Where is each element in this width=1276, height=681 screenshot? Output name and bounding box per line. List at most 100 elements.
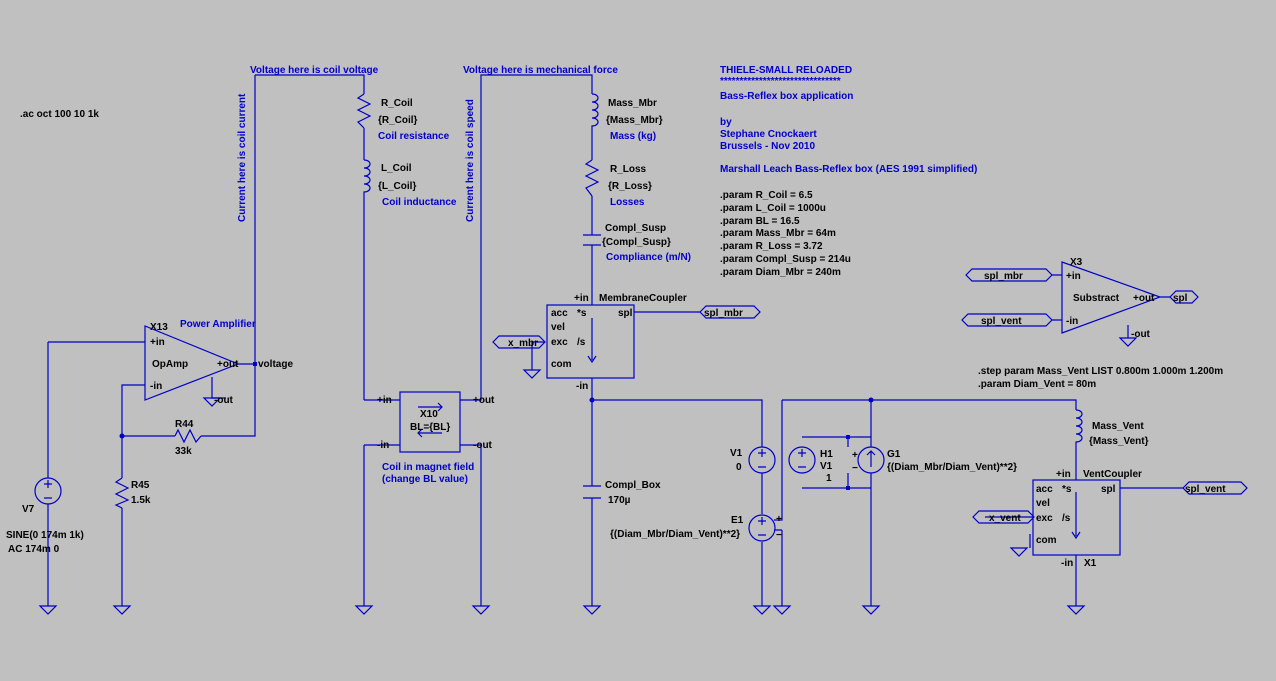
compl-box-name: Compl_Box bbox=[605, 480, 661, 491]
author-comment[interactable]: Stephane Cnockaert bbox=[720, 129, 817, 140]
mass-vent-value: {Mass_Vent} bbox=[1089, 436, 1149, 447]
net-label-x-mbr[interactable]: x_mbr bbox=[492, 335, 546, 349]
net-label-spl-vent[interactable]: spl_vent bbox=[1182, 481, 1248, 495]
ground-icon[interactable] bbox=[1009, 547, 1029, 557]
voltage-source-v1[interactable]: V1 0 bbox=[730, 446, 776, 474]
vc-pin-spl: spl bbox=[1101, 484, 1116, 495]
param-line[interactable]: .param Mass_Mbr = 64m bbox=[720, 228, 836, 239]
net-label-text: spl_vent bbox=[981, 316, 1022, 327]
ground-icon[interactable] bbox=[471, 605, 491, 615]
net-label-spl-vent-x3[interactable]: spl_vent bbox=[961, 313, 1053, 327]
junction bbox=[846, 486, 850, 490]
note-coil-current[interactable]: Current here is coil current bbox=[237, 93, 248, 222]
net-label-x-vent[interactable]: x_vent bbox=[972, 510, 1035, 524]
ground-icon[interactable] bbox=[354, 605, 374, 615]
vc-pin-in-n: -in bbox=[1061, 558, 1073, 569]
diam-vent-directive[interactable]: .param Diam_Vent = 80m bbox=[978, 379, 1096, 390]
vc-op-s: *s bbox=[1062, 484, 1072, 495]
compl-box-value: 170µ bbox=[608, 495, 631, 506]
param-line[interactable]: .param BL = 16.5 bbox=[720, 216, 800, 227]
param-line[interactable]: .param R_Coil = 6.5 bbox=[720, 190, 813, 201]
x10-pin-in-n: -in bbox=[377, 440, 389, 451]
v7-name: V7 bbox=[22, 504, 35, 515]
reference-comment[interactable]: Marshall Leach Bass-Reflex box (AES 1991… bbox=[720, 164, 977, 175]
vcvs-e1[interactable]: + − E1 {(Diam_Mbr/Diam_Vent)**2} bbox=[610, 514, 782, 542]
x10-name: X10 bbox=[420, 409, 438, 420]
mass-mbr-desc: Mass (kg) bbox=[610, 131, 656, 142]
note-mechanical-force[interactable]: Voltage here is mechanical force bbox=[463, 65, 618, 76]
subtitle-comment[interactable]: Bass-Reflex box application bbox=[720, 91, 853, 102]
e1-plus-icon: + bbox=[776, 514, 782, 525]
param-line[interactable]: .param Compl_Susp = 214u bbox=[720, 254, 851, 265]
net-label-text: spl bbox=[1173, 293, 1188, 304]
r45-value: 1.5k bbox=[131, 495, 151, 506]
v7-ac: AC 174m 0 bbox=[8, 544, 60, 555]
param-line[interactable]: .param L_Coil = 1000u bbox=[720, 203, 826, 214]
h1-name: H1 bbox=[820, 449, 833, 460]
note-coil-voltage[interactable]: Voltage here is coil voltage bbox=[250, 65, 379, 76]
ground-icon[interactable] bbox=[1066, 605, 1086, 615]
x13-pin-in-p: +in bbox=[150, 337, 165, 348]
param-line[interactable]: .param R_Loss = 3.72 bbox=[720, 241, 823, 252]
ground-icon[interactable] bbox=[861, 605, 881, 615]
mc-pin-spl: spl bbox=[618, 308, 633, 319]
vc-pin-acc: acc bbox=[1036, 484, 1053, 495]
ground-icon[interactable] bbox=[1118, 337, 1138, 347]
mass-mbr-name: Mass_Mbr bbox=[608, 98, 657, 109]
x13-name: X13 bbox=[150, 322, 168, 333]
junction bbox=[589, 397, 595, 403]
voltage-source-v7[interactable]: V7 SINE(0 174m 1k) AC 174m 0 bbox=[6, 477, 84, 555]
x13-pin-out-n: -out bbox=[214, 395, 234, 406]
v1-value: 0 bbox=[736, 462, 742, 473]
voltage-net-label[interactable]: voltage bbox=[258, 359, 293, 370]
membrane-coupler[interactable]: +in MembraneCoupler acc *s spl vel exc /… bbox=[546, 293, 687, 392]
resistor-r-coil[interactable]: R_Coil {R_Coil} Coil resistance bbox=[356, 93, 450, 142]
h1-gain: 1 bbox=[826, 473, 832, 484]
inductor-l-coil[interactable]: L_Coil {L_Coil} Coil inductance bbox=[363, 159, 457, 208]
note-coil-speed[interactable]: Current here is coil speed bbox=[465, 99, 476, 222]
ccvs-h1[interactable]: H1 V1 1 bbox=[788, 446, 833, 484]
resistor-r44[interactable]: R44 33k bbox=[174, 419, 202, 457]
x13-title: Power Amplifier bbox=[180, 319, 256, 330]
opamp-x13[interactable]: X13 Power Amplifier +in OpAmp -in +out -… bbox=[144, 319, 256, 406]
by-comment[interactable]: by bbox=[720, 117, 732, 128]
inductor-mass-mbr[interactable]: Mass_Mbr {Mass_Mbr} Mass (kg) bbox=[591, 93, 663, 142]
g1-minus-icon: − bbox=[852, 463, 858, 474]
title-comment[interactable]: THIELE-SMALL RELOADED bbox=[720, 65, 852, 76]
stars-comment[interactable]: ******************************* bbox=[720, 76, 841, 87]
x13-model: OpAmp bbox=[152, 359, 188, 370]
net-label-spl-mbr[interactable]: spl_mbr bbox=[699, 305, 761, 319]
step-directive[interactable]: .step param Mass_Vent LIST 0.800m 1.000m… bbox=[978, 366, 1223, 377]
inductor-mass-vent[interactable]: Mass_Vent {Mass_Vent} bbox=[1075, 409, 1149, 447]
ground-icon[interactable] bbox=[202, 397, 222, 407]
ground-icon[interactable] bbox=[522, 369, 542, 379]
place-comment[interactable]: Brussels - Nov 2010 bbox=[720, 141, 815, 152]
vccs-g1[interactable]: + − G1 {(Diam_Mbr/Diam_Vent)**2} bbox=[852, 446, 1017, 474]
x3-pin-out-n: -out bbox=[1131, 329, 1151, 340]
net-label-spl-mbr-x3[interactable]: spl_mbr bbox=[965, 268, 1053, 282]
r-coil-desc: Coil resistance bbox=[378, 131, 450, 142]
param-line[interactable]: .param Diam_Mbr = 240m bbox=[720, 267, 841, 278]
resistor-r45[interactable]: R45 1.5k bbox=[114, 477, 151, 509]
r-coil-value: {R_Coil} bbox=[378, 115, 418, 126]
ground-icon[interactable] bbox=[772, 605, 792, 615]
vent-coupler[interactable]: +in VentCoupler acc *s spl vel exc /s co… bbox=[1032, 469, 1142, 569]
ac-directive[interactable]: .ac oct 100 10 1k bbox=[20, 109, 99, 120]
ground-icon[interactable] bbox=[752, 605, 772, 615]
capacitor-compl-box[interactable]: Compl_Box 170µ bbox=[583, 480, 661, 506]
resistor-r-loss[interactable]: R_Loss {R_Loss} Losses bbox=[584, 159, 652, 208]
vc-op-div: /s bbox=[1062, 513, 1071, 524]
net-label-text: spl_mbr bbox=[984, 271, 1023, 282]
wires bbox=[47, 74, 1183, 606]
net-label-spl[interactable]: spl bbox=[1169, 290, 1199, 304]
x3-pin-out: +out bbox=[1133, 293, 1155, 304]
ground-icon[interactable] bbox=[38, 605, 58, 615]
vc-pin-exc: exc bbox=[1036, 513, 1053, 524]
capacitor-compl-susp[interactable]: Compl_Susp {Compl_Susp} Compliance (m/N) bbox=[583, 223, 691, 263]
subtractor-x3[interactable]: X3 +in Substract +out -in -out bbox=[1061, 257, 1162, 340]
mc-pin-in: +in bbox=[574, 293, 589, 304]
bl-transducer-x10[interactable]: X10 BL={BL} +in -in +out -out Coil in ma… bbox=[377, 391, 495, 485]
ground-icon[interactable] bbox=[112, 605, 132, 615]
ground-icon[interactable] bbox=[582, 605, 602, 615]
